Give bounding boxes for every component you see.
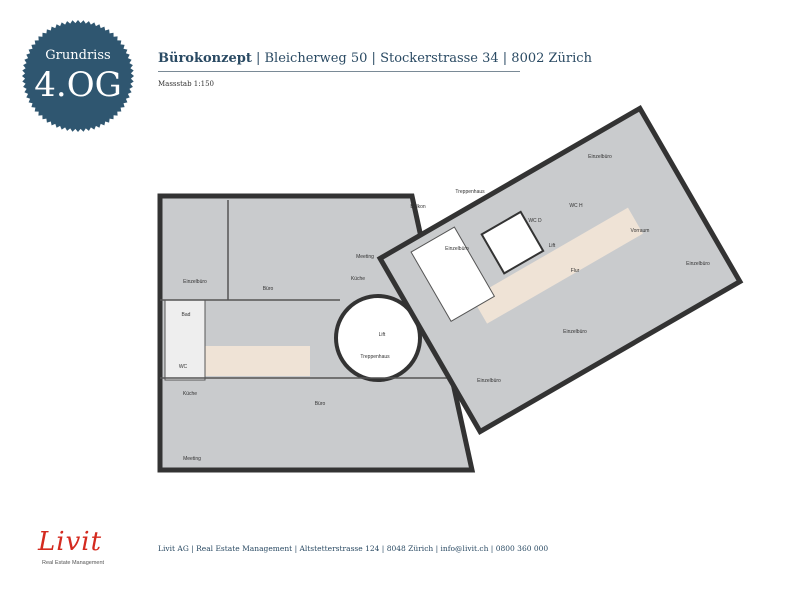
title-bold: Bürokonzept (158, 51, 252, 66)
badge-label: Grundriss (45, 48, 111, 63)
scale-text: Massstab 1:150 (158, 80, 214, 88)
room-label: WC D (528, 218, 542, 224)
room-label: Einzelbüro (563, 329, 587, 335)
floor-badge (22, 20, 134, 132)
room-label: Büro (263, 286, 274, 292)
room-label: Balkon (410, 204, 426, 210)
page-title: Bürokonzept | Bleicherweg 50 | Stockerst… (158, 51, 592, 67)
room-label: Meeting (183, 456, 201, 462)
room-label: Küche (183, 391, 197, 397)
room-label: Küche (351, 276, 365, 282)
logo-subtitle: Real Estate Management (42, 560, 105, 566)
livit-logo: Livit (38, 527, 103, 557)
room-label: Bad (182, 312, 191, 318)
room-label: Treppenhaus (360, 354, 390, 360)
title-address: | Bleicherweg 50 | Stockerstrasse 34 | 8… (251, 51, 592, 66)
room-label: Einzelbüro (183, 279, 207, 285)
badge-floor: 4.OG (34, 65, 122, 105)
room-label: WC H (569, 203, 583, 209)
footer-contact: Livit AG | Real Estate Management | Alts… (158, 544, 549, 553)
room-label: Büro (315, 401, 326, 407)
room-label: Treppenhaus (455, 189, 485, 195)
room-label: Einzelbüro (686, 261, 710, 267)
room-label: Lift (379, 332, 386, 338)
right-wing (376, 104, 744, 436)
divider (158, 71, 520, 72)
room-label: Meeting (356, 254, 374, 260)
room-label: Flur (571, 268, 580, 274)
room-label: Lift (549, 243, 556, 249)
room-label: Vorraum (631, 228, 650, 234)
room-label: WC (179, 364, 188, 370)
room-label: Einzelbüro (588, 154, 612, 160)
room-label: Einzelbüro (445, 246, 469, 252)
room-label: Einzelbüro (477, 378, 501, 384)
